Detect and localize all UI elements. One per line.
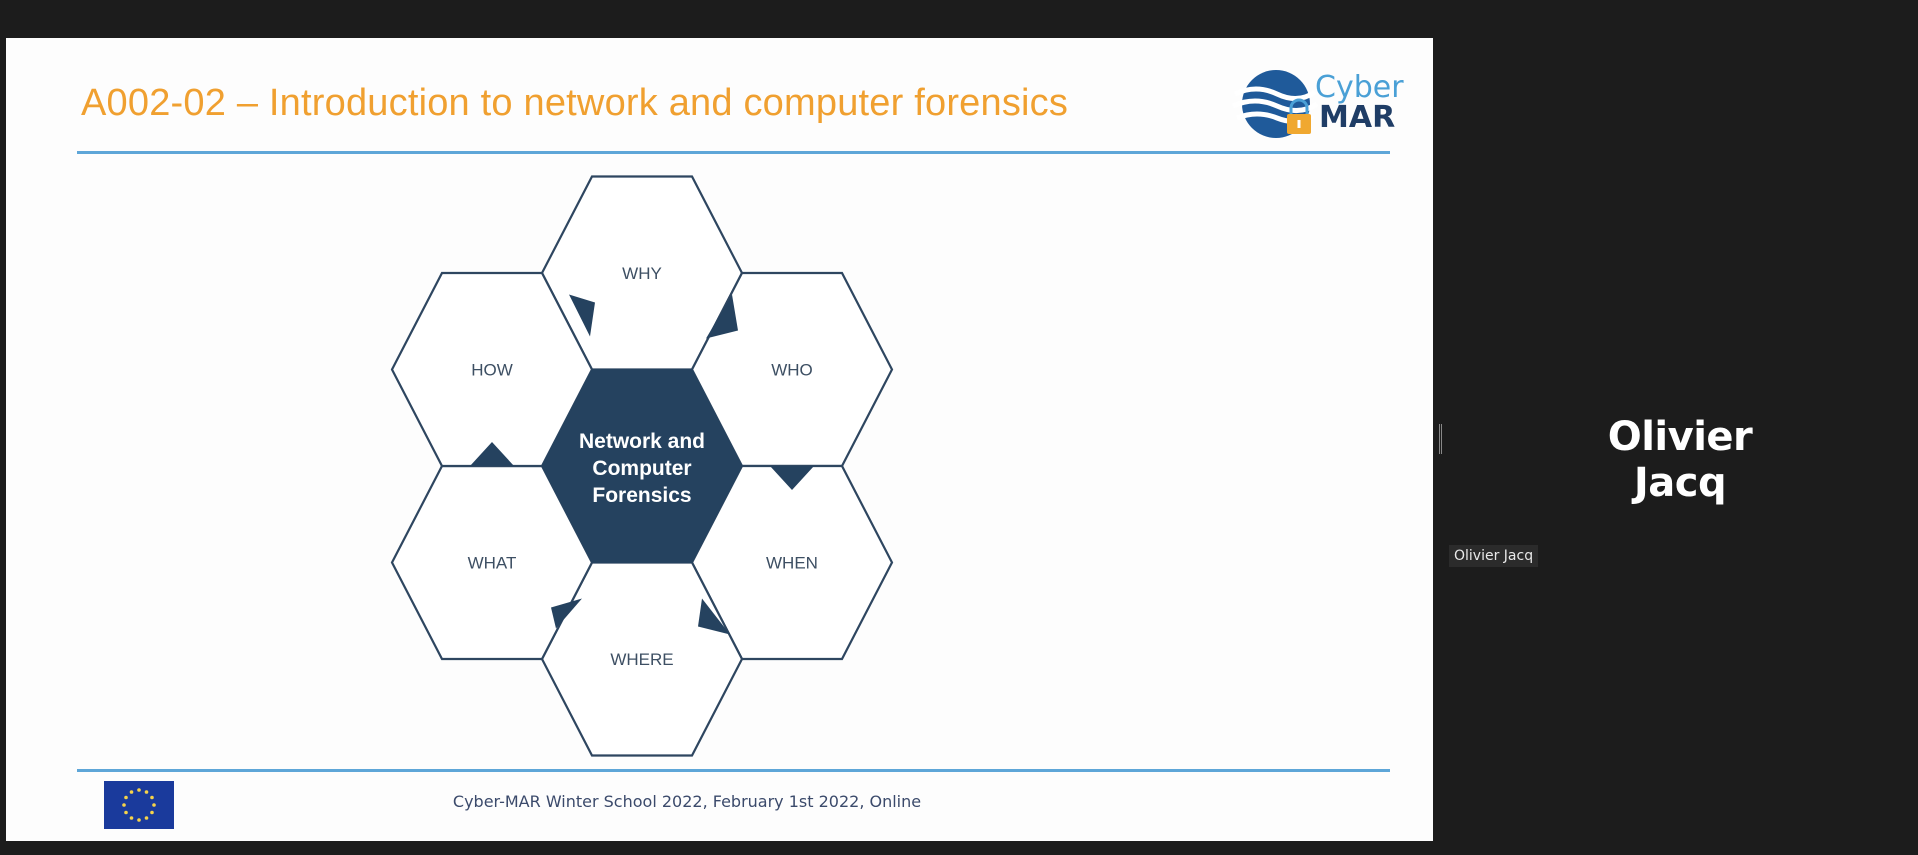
participant-name-tag: Olivier Jacq <box>1449 545 1539 567</box>
eu-star <box>144 816 149 820</box>
cyber-mar-logo: Cyber MAR <box>1231 64 1404 144</box>
center-label-line: Network and <box>579 430 705 453</box>
hexagon-label-who: WHO <box>771 361 813 380</box>
hexagon-label-what: WHAT <box>468 554 517 573</box>
eu-star <box>152 803 156 807</box>
cycle-arrow-icon <box>470 442 514 466</box>
cycle-arrow-icon <box>569 294 595 337</box>
eu-star <box>129 816 134 820</box>
eu-star <box>129 790 134 794</box>
slide-title: A002-02 – Introduction to network and co… <box>81 82 1069 124</box>
hexagon-diagram: WHY WHO WHEN WHERE WHAT HOW Network andCompute… <box>390 175 894 757</box>
shared-slide: A002-02 – Introduction to network and co… <box>6 38 1433 841</box>
logo-text-cyber: Cyber <box>1315 70 1404 105</box>
eu-star <box>144 790 149 794</box>
cycle-arrow-icon <box>706 294 738 339</box>
eu-star <box>137 788 141 792</box>
eu-star <box>124 795 128 800</box>
center-hexagon <box>541 369 743 563</box>
cycle-arrow-icon <box>698 598 730 635</box>
hexagon-label-why: WHY <box>622 264 662 283</box>
cycle-arrow-icon <box>551 598 582 629</box>
title-divider <box>77 151 1390 154</box>
eu-star <box>124 810 128 815</box>
eu-flag-icon <box>104 781 174 829</box>
padlock-wave-icon <box>1231 70 1319 138</box>
eu-star <box>137 818 141 822</box>
center-label-line: Forensics <box>592 484 691 507</box>
footer-divider <box>77 769 1390 772</box>
footer-text: Cyber-MAR Winter School 2022, February 1… <box>452 792 922 811</box>
hexagon-label-how: HOW <box>471 361 513 380</box>
eu-star <box>150 795 154 800</box>
eu-star <box>122 803 126 807</box>
speaker-display-name: Olivier Jacq <box>1607 414 1753 506</box>
hexagon-label-when: WHEN <box>766 554 818 573</box>
eu-star <box>150 810 154 815</box>
logo-text-mar: MAR <box>1319 100 1396 135</box>
cycle-arrow-icon <box>770 466 814 490</box>
center-label-line: Computer <box>592 457 691 480</box>
panel-resize-handle[interactable] <box>1439 424 1442 454</box>
hexagon-label-where: WHERE <box>610 650 673 669</box>
